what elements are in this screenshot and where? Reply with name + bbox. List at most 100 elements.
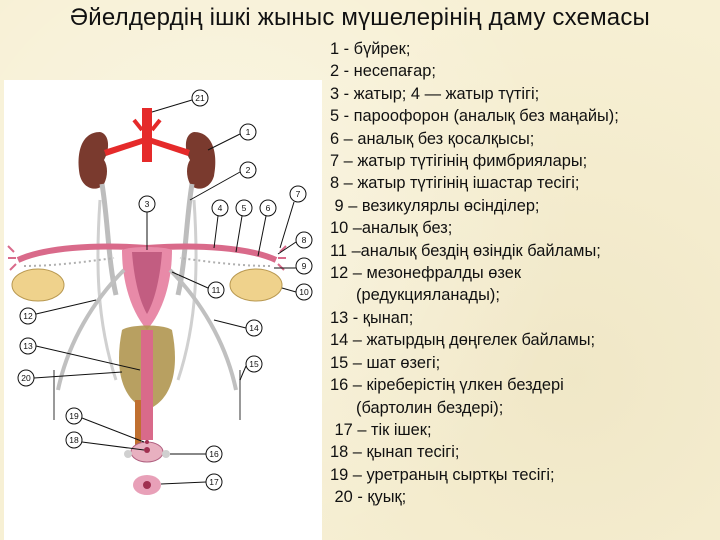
legend-item-11: 11 –аналық бездің өзіндік байламы; (330, 241, 601, 260)
callout-15-leader (239, 365, 247, 381)
callout-3-label: 3 (145, 199, 150, 209)
callout-12: 12 (19, 299, 97, 325)
legend-item-12: 12 – мезонефралды өзек (редукцияланады); (330, 262, 718, 307)
callout-20-label: 20 (21, 373, 31, 383)
callout-18-leader (81, 441, 145, 451)
callout-10-leader (281, 287, 297, 293)
callout-5: 5 (235, 199, 253, 253)
callout-8-leader (277, 241, 297, 255)
legend-item-6: 6 – аналық без қосалқысы; (330, 129, 535, 148)
right-ovary (229, 268, 283, 302)
legend-item-16-text: 16 – кіреберістің үлкен бездері (330, 376, 564, 395)
callout-18-label: 18 (69, 435, 79, 445)
callout-6: 6 (257, 199, 277, 257)
callout-16: 16 (170, 445, 223, 463)
legend-item-8: 8 – жатыр түтігінің ішастар тесігі; (330, 174, 580, 193)
callout-8: 8 (277, 231, 313, 255)
callout-21-circle (191, 89, 209, 107)
callout-10: 10 (281, 283, 313, 301)
callout-20-leader (33, 371, 123, 379)
callout-16-label: 16 (209, 449, 219, 459)
callout-5-circle (235, 199, 253, 217)
left-fallopian-tube (16, 243, 148, 263)
left-kidney (78, 132, 109, 189)
legend-item-14: 14 – жатырдың дөңгелек байламы; (330, 331, 596, 350)
left-renal-artery (104, 138, 142, 156)
legend-item-12-continuation: (редукцияланады); (356, 286, 500, 305)
callout-5-leader (235, 215, 243, 253)
callout-6-circle (259, 199, 277, 217)
callout-1-circle (239, 123, 257, 141)
uterine-cavity (132, 252, 162, 314)
callout-21-label: 21 (195, 93, 205, 103)
legend-item-2: 2 - несепағар; (330, 62, 436, 81)
left-round-ligament (56, 268, 126, 391)
callout-18-circle (65, 431, 83, 449)
callout-2-circle (239, 161, 257, 179)
callout-4: 4 (211, 199, 229, 249)
callout-17-leader (160, 481, 207, 485)
legend-item-20: 20 - қуық; (330, 488, 407, 507)
legend-item-9: 9 – везикулярлы өсінділер; (330, 196, 540, 215)
inguinal-canals (53, 370, 241, 420)
vagina (141, 330, 153, 440)
callout-9-circle (295, 257, 313, 275)
callout-1: 1 (207, 123, 257, 151)
callout-7: 7 (279, 185, 307, 249)
page-title: Әйелдердің ішкі жыныс мүшелерінің даму с… (70, 4, 650, 31)
urethral-orifice (145, 440, 149, 444)
legend-item-12-text: 12 – мезонефралды өзек (330, 264, 522, 283)
callout-21-leader (151, 99, 193, 113)
callout-12-label: 12 (23, 311, 33, 321)
right-bartholin-gland (162, 450, 170, 458)
left-bartholin-gland (124, 450, 132, 458)
callout-11-circle (207, 281, 225, 299)
legend-item-7: 7 – жатыр түтігінің фимбриялары; (330, 152, 588, 171)
legend-item-3-4: 3 - жатыр; 4 — жатыр түтігі; (330, 84, 540, 103)
right-fallopian-tube (146, 243, 278, 263)
upper-vessels (132, 118, 162, 132)
callout-10-label: 10 (299, 287, 309, 297)
callout-9: 9 (274, 257, 313, 275)
callout-19-circle (65, 407, 83, 425)
callout-8-circle (295, 231, 313, 249)
legend-list: 1 - бүйрек; 2 - несепағар; 3 - жатыр; 4 … (330, 38, 718, 509)
callout-19-leader (81, 417, 145, 443)
callout-7-label: 7 (296, 189, 301, 199)
anatomy-diagram: 1 2 3 4 5 6 7 (4, 80, 322, 540)
right-renal-artery (152, 138, 190, 156)
legend-item-16-continuation: (бартолин бездері); (356, 398, 504, 417)
callout-12-circle (19, 307, 37, 325)
left-ovary (11, 268, 65, 302)
callout-2-label: 2 (246, 165, 251, 175)
callout-19-label: 19 (69, 411, 79, 421)
anus (143, 481, 151, 489)
right-kidney (185, 132, 216, 189)
callout-12-leader (35, 299, 97, 315)
callout-11-label: 11 (212, 285, 221, 295)
callout-14-label: 14 (249, 323, 259, 333)
vaginal-orifice (144, 447, 150, 453)
callout-19: 19 (65, 407, 145, 443)
left-mesonephric-duct (96, 199, 118, 381)
callout-2-leader (189, 171, 241, 201)
legend-item-19: 19 – уретраның сыртқы тесігі; (330, 465, 555, 484)
urethra (135, 400, 141, 450)
aorta (142, 108, 152, 162)
callout-21: 21 (151, 89, 209, 113)
legend-item-16: 16 – кіреберістің үлкен бездері (бартоли… (330, 374, 718, 419)
legend-item-18: 18 – қынап тесігі; (330, 443, 460, 462)
callout-14-leader (213, 319, 247, 329)
callout-11: 11 (171, 271, 225, 299)
right-fimbriae (277, 245, 287, 271)
callout-4-label: 4 (218, 203, 223, 213)
callout-2: 2 (189, 161, 257, 201)
callout-13: 13 (19, 337, 141, 371)
callout-5-label: 5 (242, 203, 247, 213)
callout-7-circle (289, 185, 307, 203)
legend-item-5: 5 - пароофорон (аналық без маңайы); (330, 107, 619, 126)
legend-item-15: 15 – шат өзегі; (330, 353, 441, 372)
legend-item-17: 17 – тік ішек; (330, 420, 432, 439)
left-fimbriae (7, 245, 17, 271)
callout-17-label: 17 (209, 477, 219, 487)
